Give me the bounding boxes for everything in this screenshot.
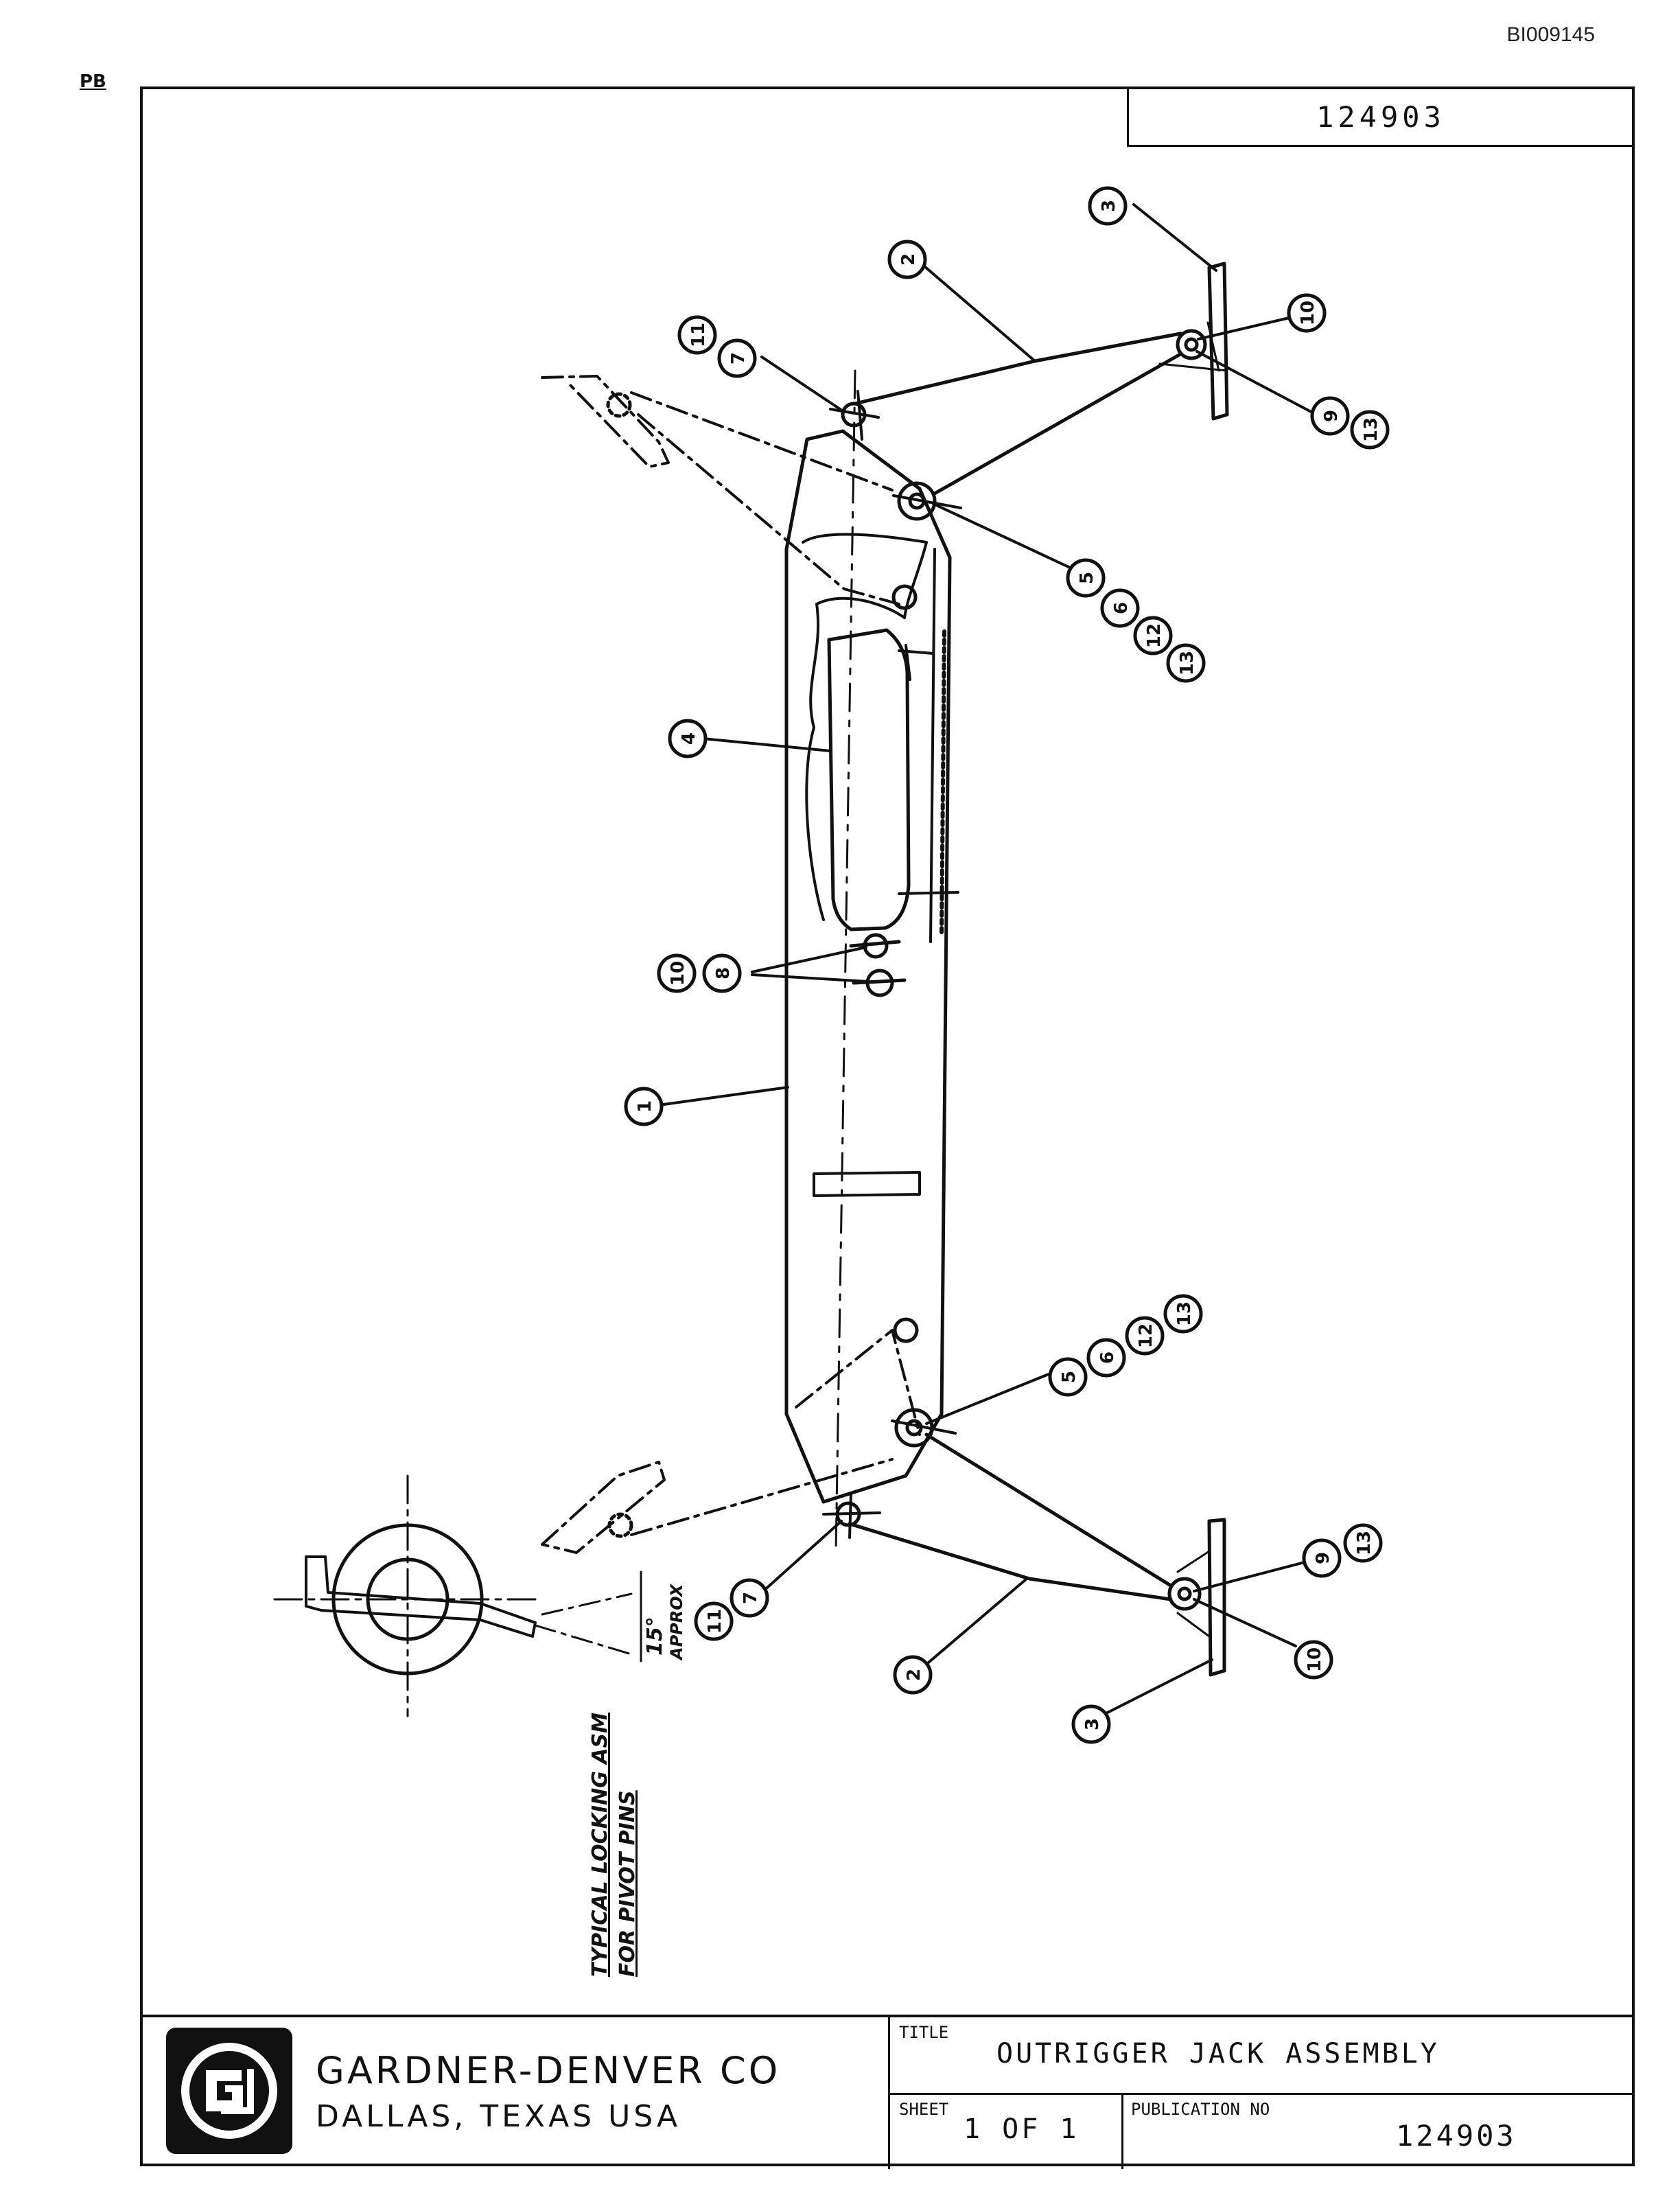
beam-inner-edge — [929, 548, 936, 943]
svg-text:1: 1 — [635, 1100, 655, 1113]
foot-pad-lower — [1207, 1518, 1226, 1677]
sheet-value: 1 OF 1 — [964, 2113, 1080, 2145]
svg-text:2: 2 — [904, 1669, 924, 1681]
svg-text:5: 5 — [1059, 1371, 1080, 1383]
main-beam — [784, 429, 952, 1504]
callout-7b: 7 — [730, 1578, 769, 1618]
drawing-number-box: 124903 — [1127, 86, 1635, 147]
callout-8: 8 — [702, 953, 742, 993]
gardner-denver-logo — [166, 2028, 292, 2154]
callout-10c: 10 — [1294, 1640, 1333, 1680]
hydraulic-cylinder — [827, 628, 911, 931]
callout-6b: 6 — [1086, 1338, 1126, 1378]
svg-text:4: 4 — [679, 732, 699, 745]
drawing-frame — [140, 86, 1635, 2166]
company-name: GARDNER-DENVER CO — [316, 2049, 781, 2092]
callout-2b: 2 — [893, 1655, 933, 1695]
callout-13a: 13 — [1350, 410, 1390, 450]
sheet-cell — [888, 2093, 1121, 2169]
svg-text:11: 11 — [705, 1609, 725, 1634]
note-locking-line1: TYPICAL LOCKING ASM — [588, 1713, 612, 1977]
svg-text:6: 6 — [1097, 1352, 1118, 1364]
callout-10a: 10 — [657, 953, 697, 993]
sheet-label: SHEET — [899, 2100, 949, 2119]
callout-5a: 5 — [1066, 558, 1106, 598]
svg-text:13: 13 — [1174, 1301, 1195, 1326]
callout-2a: 2 — [887, 240, 927, 279]
callout-11a: 11 — [677, 315, 717, 355]
publication-number: 124903 — [1396, 2119, 1517, 2153]
svg-text:13: 13 — [1354, 1531, 1375, 1555]
svg-text:7: 7 — [740, 1592, 761, 1604]
callout-13b: 13 — [1166, 643, 1206, 683]
svg-text:10: 10 — [1298, 301, 1318, 325]
publication-label: PUBLICATION NO — [1131, 2100, 1270, 2119]
svg-text:13: 13 — [1361, 417, 1381, 442]
callout-3a: 3 — [1088, 186, 1128, 226]
callout-4: 4 — [668, 719, 708, 758]
svg-text:6: 6 — [1111, 602, 1132, 614]
svg-text:12: 12 — [1136, 1323, 1156, 1348]
title-label: TITLE — [899, 2023, 949, 2042]
callout-10b: 10 — [1287, 293, 1327, 333]
svg-text:3: 3 — [1099, 200, 1119, 212]
leg-lower — [848, 1522, 1173, 1601]
document-id: BI009145 — [1506, 23, 1595, 46]
svg-text:10: 10 — [1305, 1647, 1325, 1672]
note-locking-line2: FOR PIVOT PINS — [616, 1790, 640, 1977]
callout-9b: 9 — [1302, 1538, 1342, 1578]
callout-12a: 12 — [1133, 616, 1173, 656]
svg-text:9: 9 — [1313, 1552, 1333, 1564]
callout-9a: 9 — [1310, 396, 1350, 436]
publication-cell — [1121, 2093, 1635, 2169]
note-angle: 15° — [643, 1616, 667, 1656]
svg-text:7: 7 — [728, 352, 749, 364]
callout-13c: 13 — [1163, 1294, 1203, 1334]
svg-text:12: 12 — [1144, 623, 1165, 648]
page-mark: PB — [80, 71, 106, 92]
drawing-title: OUTRIGGER JACK ASSEMBLY — [996, 2038, 1440, 2070]
callout-6a: 6 — [1100, 588, 1140, 628]
svg-text:2: 2 — [898, 253, 919, 266]
beam-cutaway — [802, 533, 928, 921]
note-approx: APPROX — [667, 1583, 686, 1661]
callout-5b: 5 — [1048, 1357, 1088, 1397]
beam-centerline — [835, 369, 856, 1553]
callout-7a: 7 — [717, 338, 757, 378]
callout-11b: 11 — [694, 1601, 734, 1641]
leg-upper — [853, 332, 1182, 406]
svg-text:8: 8 — [713, 967, 734, 979]
callout-12b: 12 — [1125, 1316, 1165, 1356]
company-location: DALLAS, TEXAS USA — [316, 2099, 681, 2134]
svg-text:10: 10 — [668, 961, 688, 986]
svg-text:11: 11 — [688, 323, 709, 347]
svg-text:9: 9 — [1321, 410, 1342, 422]
callout-3b: 3 — [1071, 1704, 1111, 1744]
title-cell — [888, 2017, 1635, 2093]
svg-text:13: 13 — [1177, 651, 1198, 675]
callout-1: 1 — [624, 1087, 664, 1126]
svg-text:5: 5 — [1077, 572, 1097, 584]
title-block: TITLE OUTRIGGER JACK ASSEMBLY SHEET 1 OF… — [140, 2015, 1635, 2169]
callout-13d: 13 — [1343, 1523, 1383, 1563]
svg-text:3: 3 — [1082, 1718, 1103, 1730]
